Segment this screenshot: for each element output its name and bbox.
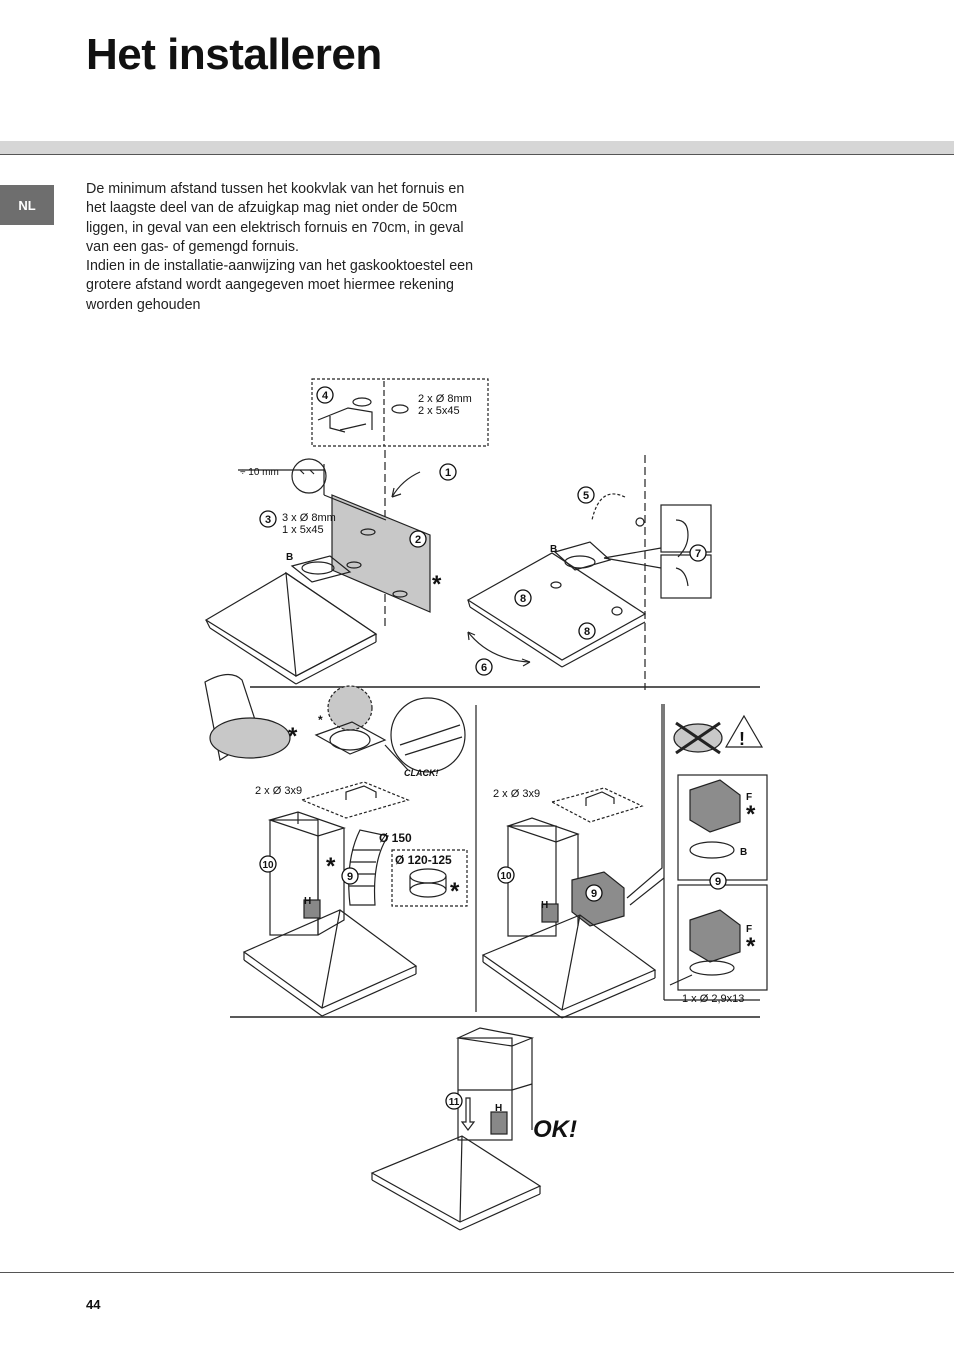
- language-tab: NL: [0, 185, 54, 225]
- step-5-label: 5: [583, 490, 589, 502]
- spec-screws-label: 2 x 5x45: [418, 405, 460, 417]
- page-number: 44: [86, 1297, 101, 1312]
- step-9a-badge: [341, 867, 359, 885]
- asterisk-wall: *: [432, 571, 442, 598]
- header-band: [0, 141, 954, 154]
- step-9b-label: 9: [591, 888, 597, 900]
- step-8b-label: 8: [584, 626, 590, 638]
- clack-label: CLACK!: [404, 768, 439, 778]
- step-3-badge: [259, 510, 277, 528]
- step-2-label: 2: [415, 534, 421, 546]
- intro-paragraph-2: Indien in de installatie-aanwijzing van …: [86, 258, 474, 313]
- step-10a-badge: [259, 855, 277, 873]
- intro-text: De minimum afstand tussen het kookvlak v…: [86, 180, 476, 315]
- intro-paragraph-1: De minimum afstand tussen het kookvlak v…: [86, 181, 465, 255]
- flue-screws-right-label: 2 x Ø 3x9: [493, 788, 540, 800]
- recirculation-illustration: [481, 704, 665, 1019]
- page-title: Het installeren: [86, 30, 382, 79]
- asterisk-filter: *: [288, 723, 298, 750]
- asterisk-adapter: *: [450, 878, 460, 905]
- screw-spec-label: 1 x Ø 2,9x13: [682, 993, 744, 1005]
- wall-screws-label: 1 x 5x45: [282, 524, 324, 536]
- step-3-label: 3: [265, 514, 271, 526]
- spec-plugs-label: 2 x Ø 8mm: [418, 393, 472, 405]
- label-f-bottom: F: [746, 924, 752, 935]
- hood-fixing-illustration: [466, 455, 712, 690]
- label-h-bottom: H: [495, 1103, 502, 1114]
- step-6-badge: [475, 658, 493, 676]
- wall-mount-illustration: [204, 450, 431, 685]
- step-8a-badge: [514, 589, 532, 607]
- step-4-label: 4: [322, 390, 329, 402]
- label-b-detail: B: [740, 847, 747, 858]
- asterisk-deflector-top: *: [746, 801, 756, 828]
- step-7-badge: [689, 544, 707, 562]
- header-divider: [0, 154, 954, 155]
- label-f-top: F: [746, 792, 752, 803]
- adapter-diameter-label: Ø 120-125: [395, 853, 452, 867]
- asterisk-small: *: [318, 713, 323, 727]
- warning-mark: !: [739, 729, 745, 749]
- step-1-label: 1: [445, 467, 451, 479]
- ducted-flue-illustration: [242, 781, 468, 1017]
- label-b-wall: B: [286, 552, 293, 563]
- step-8b-badge: [578, 622, 596, 640]
- step-9a-label: 9: [347, 871, 353, 883]
- spacing-label: ÷ 10 mm: [240, 467, 279, 478]
- step-9b-badge: [585, 884, 603, 902]
- deflector-detail-column: [663, 704, 768, 1001]
- step-5-badge: [577, 486, 595, 504]
- step-9c-label: 9: [715, 876, 721, 888]
- step-10b-label: 10: [500, 871, 512, 882]
- filter-clip-illustration: [204, 673, 466, 773]
- flue-screws-left-label: 2 x Ø 3x9: [255, 785, 302, 797]
- step-10a-label: 10: [262, 860, 274, 871]
- asterisk-deflector-bottom: *: [746, 933, 756, 960]
- step-9c-badge: [709, 872, 727, 890]
- step-10b-badge: [497, 866, 515, 884]
- label-h-left: H: [304, 896, 311, 907]
- step-8a-label: 8: [520, 593, 526, 605]
- step-11-label: 11: [449, 1097, 460, 1108]
- step-11-badge: [445, 1092, 463, 1110]
- label-h-middle: H: [541, 900, 548, 911]
- footer-divider: [0, 1272, 954, 1273]
- step-6-label: 6: [481, 662, 487, 674]
- step-2-badge: [409, 530, 427, 548]
- bracket-detail-box: [311, 378, 489, 447]
- step-7-label: 7: [695, 548, 701, 560]
- asterisk-duct: *: [326, 853, 336, 880]
- ok-label: OK!: [533, 1116, 577, 1143]
- step-1-badge: [439, 463, 457, 481]
- step-4-badge: [316, 386, 334, 404]
- final-assembly-illustration: [370, 1027, 542, 1231]
- label-b-hood: B: [550, 544, 557, 555]
- duct-diameter-label: Ø 150: [379, 831, 412, 845]
- wall-plugs-label: 3 x Ø 8mm: [282, 512, 336, 524]
